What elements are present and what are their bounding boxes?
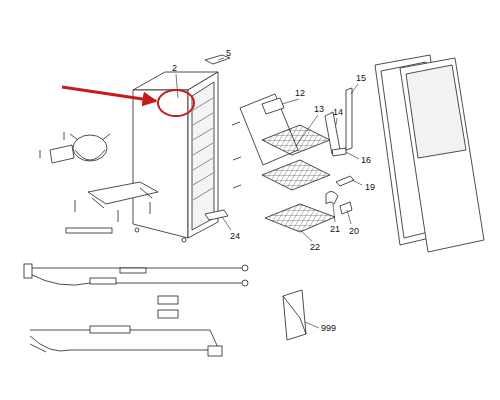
highlight-circle: [158, 90, 194, 116]
callout-number: 2: [172, 63, 177, 73]
callout-number: 21: [330, 224, 340, 234]
callout-number: 15: [356, 73, 366, 83]
callout-number: 22: [310, 242, 320, 252]
callout-number: 19: [365, 182, 375, 192]
callout-number: 999: [321, 323, 336, 333]
callout-number: 14: [333, 107, 343, 117]
callout-number: 24: [230, 231, 240, 241]
highlight-arrow: [62, 87, 156, 101]
callout-number: 20: [349, 226, 359, 236]
callout-number: 5: [226, 48, 231, 58]
callout-number: 13: [314, 104, 324, 114]
callout-number: 12: [295, 88, 305, 98]
callout-number: 16: [361, 155, 371, 165]
